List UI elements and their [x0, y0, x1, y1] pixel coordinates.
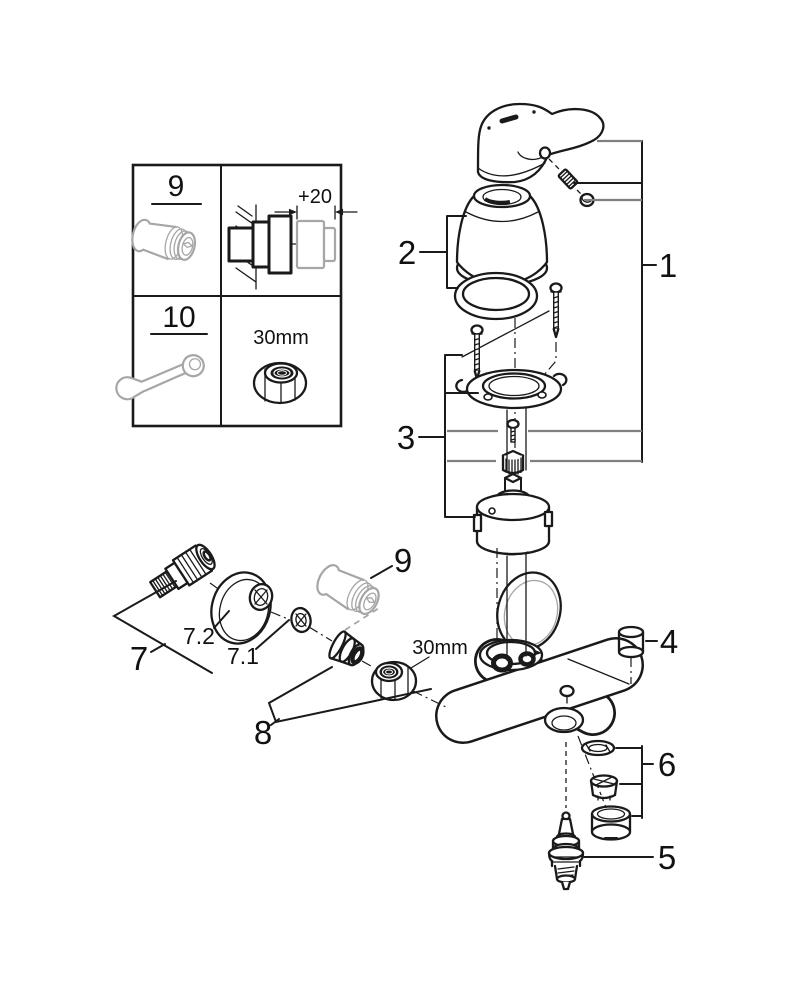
seal-washer	[580, 739, 616, 757]
callout-8: 8	[254, 714, 272, 751]
fixing-screw-right	[549, 282, 563, 339]
screw-axis-right	[537, 342, 557, 383]
callout-7-1: 7.1	[227, 643, 259, 669]
callout-7-2: 7.2	[183, 623, 215, 649]
handle-logo-slot	[499, 114, 519, 124]
cartridge	[472, 472, 554, 556]
callout-7: 7	[130, 640, 148, 677]
dome-cap	[455, 183, 549, 287]
handle-screw-and-cap	[548, 158, 595, 208]
spout-port	[543, 706, 585, 734]
plug-cap	[567, 625, 658, 685]
grey-assembly-dash	[344, 607, 380, 631]
diverter-cartridge	[547, 811, 585, 891]
mounting-flange	[455, 368, 568, 410]
callout-4: 4	[660, 623, 678, 660]
chain-axis	[209, 582, 449, 709]
o-ring	[453, 271, 539, 321]
check-valve	[328, 630, 365, 667]
aerator-housing	[590, 805, 632, 841]
installation-diagram: +20	[227, 186, 358, 290]
fixing-screw-left	[470, 324, 484, 381]
callout-1: 1	[659, 247, 677, 284]
bracket-item-7	[111, 580, 290, 674]
inset-tool-10-label: 10	[162, 301, 195, 334]
inset-nut-size-label: 30mm	[253, 327, 309, 349]
bracket-item-1	[447, 139, 657, 463]
screw-axis-lines-lower	[506, 553, 527, 661]
callout-5: 5	[658, 839, 676, 876]
cartridge-screw	[506, 418, 520, 443]
installation-dimension-label: +20	[298, 186, 332, 208]
eccentric-adapter-grey	[316, 564, 380, 616]
callout-9: 9	[394, 542, 412, 579]
bracket-item-8	[267, 666, 432, 726]
aerator-insert	[589, 774, 619, 801]
screw-axis-lines-upper	[506, 407, 527, 473]
callout-3: 3	[397, 419, 415, 456]
union-nut	[370, 660, 418, 702]
callout-6: 6	[658, 746, 676, 783]
nut-icon	[252, 361, 308, 405]
nut-size-leader	[410, 656, 430, 669]
inset-part-9-label: 9	[168, 170, 185, 203]
filter-seal	[290, 606, 312, 634]
callout-9-leader	[370, 565, 393, 579]
cartridge-adapter	[501, 449, 525, 476]
s-union	[149, 543, 216, 599]
nut-size-label: 30mm	[412, 637, 468, 659]
bracket-item-6	[615, 745, 654, 819]
bracket-item-2	[419, 215, 467, 289]
callout-2: 2	[398, 234, 416, 271]
mixer-body	[435, 637, 644, 744]
wall-rosette	[210, 571, 274, 645]
body-screw-hole	[559, 684, 575, 698]
bracket-item-3	[418, 354, 479, 518]
wrench-icon	[115, 354, 205, 401]
lever-handle	[476, 102, 605, 184]
inset-table: 9 +20 10	[115, 163, 358, 428]
union-part-icon	[131, 218, 197, 261]
